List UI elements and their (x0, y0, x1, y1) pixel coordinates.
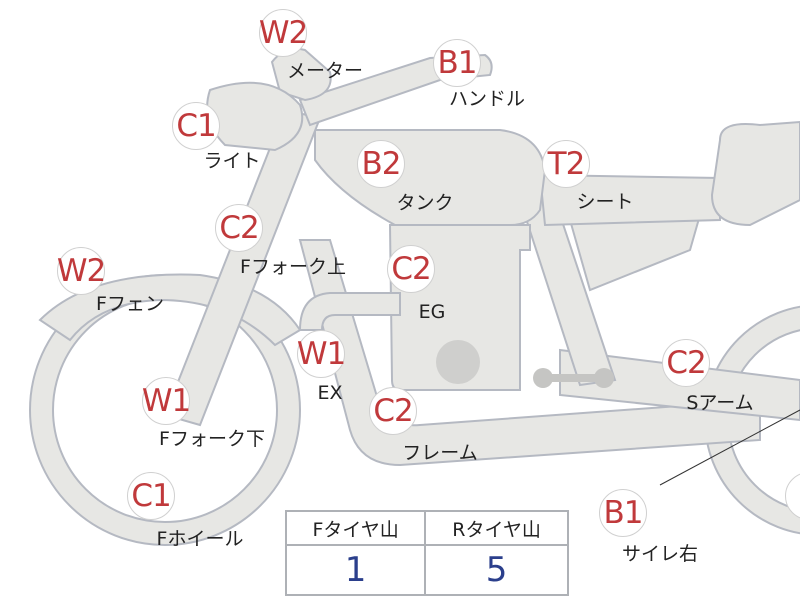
seat (538, 173, 721, 227)
part-label: タンク (396, 192, 454, 214)
rear-tire-header: Rタイヤ山 (424, 510, 569, 546)
code-badge: W1 (142, 377, 191, 425)
part-label: サイレ右 (621, 543, 699, 565)
tire-tread-table: Fタイヤ山 Rタイヤ山 1 5 (284, 510, 569, 596)
part-label: ライト (203, 150, 261, 172)
code-badge: W1 (297, 330, 346, 378)
code-badge: C2 (215, 204, 263, 252)
part-label: フレーム (402, 442, 478, 464)
code-badge: T2 (542, 140, 590, 188)
code-badge: C2 (662, 339, 710, 387)
part-label: EG (418, 301, 446, 323)
code-badge: C1 (172, 102, 220, 150)
part-label: シート (576, 191, 634, 213)
code-badge: B2 (357, 140, 405, 188)
part-label: Fフォーク下 (159, 428, 265, 450)
part-label: ハンドル (448, 88, 526, 110)
leader-line (659, 409, 800, 486)
code-badge: B1 (599, 489, 647, 537)
side-cover (568, 213, 702, 292)
part-label: Fフォーク上 (240, 256, 346, 278)
rear-tire-value: 5 (424, 544, 569, 596)
code-badge: C1 (127, 472, 175, 520)
part-label: Fフェン (96, 293, 164, 315)
code-badge: B1 (433, 39, 481, 87)
headlight (206, 81, 304, 152)
front-tire-value: 1 (284, 544, 427, 596)
code-badge: W2 (259, 9, 308, 57)
code-badge: C2 (387, 245, 435, 293)
part-label: メーター (286, 60, 364, 82)
exhaust (298, 292, 401, 331)
part-label: Sアーム (686, 392, 754, 414)
front-tire-header: Fタイヤ山 (284, 510, 427, 546)
code-badge: C2 (369, 387, 417, 435)
part-label: Fホイール (156, 528, 244, 550)
rear-cowl (710, 120, 800, 227)
part-label: EX (317, 382, 343, 404)
code-badge: W2 (57, 247, 106, 295)
